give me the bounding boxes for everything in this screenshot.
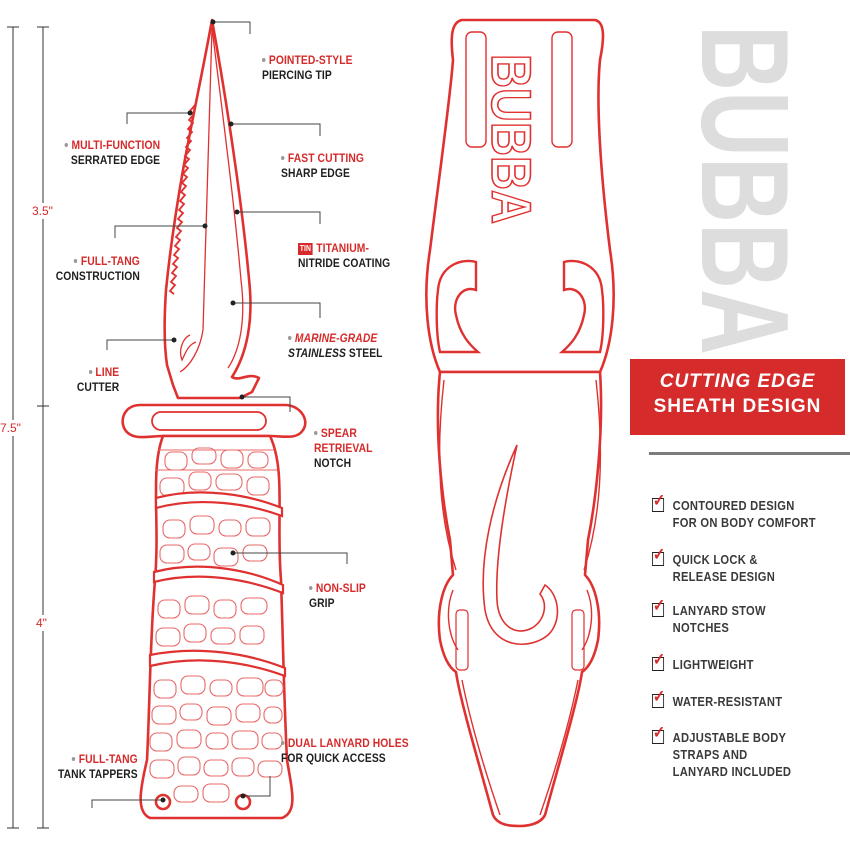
checkmark-icon: ✓ [652,687,666,706]
checkmark-icon: ✓ [652,545,666,564]
feature-item: ✓ WATER-RESISTANT [652,687,783,709]
divider [649,452,850,455]
svg-text:BUBBA: BUBBA [484,54,543,224]
feature-item: ✓ QUICK LOCK &RELEASE DESIGN [652,545,776,584]
bullet-dot [74,258,78,263]
callout-dots [160,19,246,803]
banner-line-1: CUTTING EDGE [659,371,816,392]
bullet-dot [288,335,292,340]
sheath-details [435,31,605,816]
callout-full-tang: FULL-TANG CONSTRUCTION [55,254,140,283]
bullet-dot [72,756,76,761]
knife-guard [121,403,307,439]
callout-leaders [91,21,348,808]
blade-inner-lines [179,27,244,373]
dimension-total: 7.5" [0,420,21,436]
callout-grip: NON-SLIP GRIP [309,581,366,610]
checkbox-icon [652,603,665,617]
checkmark-icon: ✓ [652,596,666,615]
callout-marine-steel: MARINE-GRADE STAINLESS STEEL [288,331,383,360]
callout-serrated-edge: MULTI-FUNCTION SERRATED EDGE [64,138,160,168]
bullet-dot [281,155,285,160]
callout-lanyard-holes: DUAL LANYARD HOLES FOR QUICK ACCESS [281,736,409,765]
svg-text:BUBBA: BUBBA [690,25,813,355]
bullet-dot [314,430,318,435]
knife-handle [139,434,294,820]
sheath-lower-grooves [455,609,585,671]
callout-spear-notch: SPEAR RETRIEVAL NOTCH [314,426,373,470]
checkbox-icon [652,657,665,671]
checkbox-icon [652,730,665,744]
dimension-blade: 3.5" [32,203,53,219]
tin-badge: TIN [298,242,313,255]
bubba-watermark: BUBBA [690,25,813,355]
callout-tank-tappers: FULL-TANG TANK TAPPERS [58,752,138,781]
callout-sharp-edge: FAST CUTTING SHARP EDGE [281,151,365,180]
checkbox-icon [652,694,665,708]
bullet-dot [88,369,92,374]
banner-line-2: SHEATH DESIGN [653,396,822,417]
bullet-dot [309,585,313,590]
checkbox-icon [652,552,665,566]
sheath-bubba-logo: BUBBA [484,53,544,225]
grip-texture [149,447,290,803]
sheath [425,18,615,828]
checkmark-icon: ✓ [652,723,666,742]
grip-ridges [148,491,287,678]
sheath-design-banner: CUTTING EDGE SHEATH DESIGN [630,359,845,435]
feature-item: ✓ LIGHTWEIGHT [652,650,754,672]
callout-line-cutter: LINE CUTTER [76,365,119,394]
dimension-handle: 4" [36,615,47,631]
hook-logo [482,444,559,646]
callout-piercing-tip: POINTED-STYLE PIERCING TIP [262,53,353,82]
checkmark-icon: ✓ [652,491,666,510]
bullet-dot [281,740,285,745]
bullet-dot [64,142,68,147]
checkbox-icon [652,498,665,512]
serrated-edge [168,104,196,295]
bullet-dot [262,57,266,62]
checkmark-icon: ✓ [652,650,666,669]
